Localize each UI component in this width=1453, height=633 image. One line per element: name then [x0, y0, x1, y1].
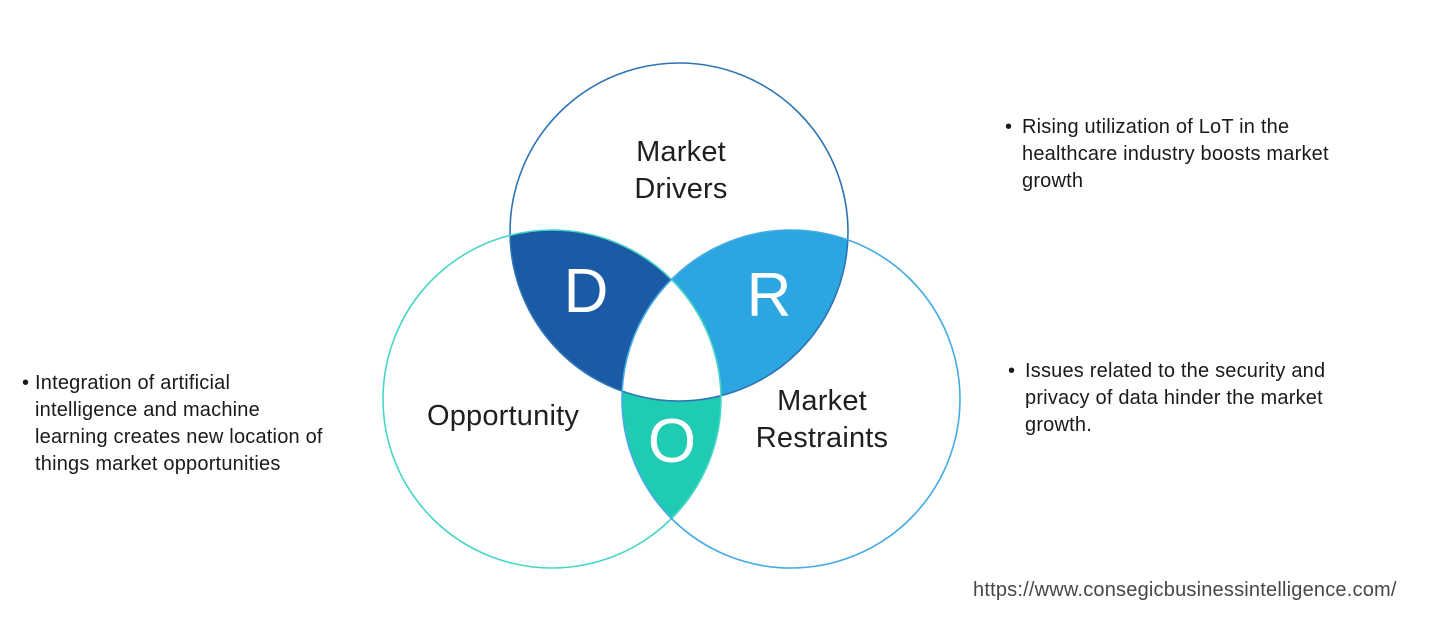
drivers-circle	[509, 62, 849, 402]
opportunity-label: Opportunity	[426, 400, 580, 432]
opportunity-overlap-letter: O	[647, 407, 697, 476]
restraints-circle	[621, 229, 961, 569]
drivers-label: Market Drivers	[634, 136, 728, 205]
restraints-overlap-letter: R	[746, 261, 792, 330]
opportunity-note: • Integration of artificial intelligence…	[22, 370, 323, 478]
opportunity-note-text: Integration of artificial intelligence a…	[35, 372, 323, 475]
restraints-note: • Issues related to the security and pri…	[1008, 358, 1325, 439]
source-url: https://www.consegicbusinessintelligence…	[973, 579, 1397, 601]
drivers-note-text: Rising utilization of LoT in the healthc…	[1022, 116, 1329, 192]
bullet-icon: •	[1005, 116, 1013, 138]
restraints-label: Market Restraints	[755, 385, 889, 454]
restraints-note-text: Issues related to the security and priva…	[1025, 360, 1326, 436]
bullet-icon: •	[1008, 360, 1016, 382]
drivers-note: • Rising utilization of LoT in the healt…	[1005, 114, 1329, 195]
bullet-icon: •	[22, 372, 30, 394]
drivers-overlap-letter: D	[563, 257, 609, 326]
opportunity-circle	[382, 229, 722, 569]
